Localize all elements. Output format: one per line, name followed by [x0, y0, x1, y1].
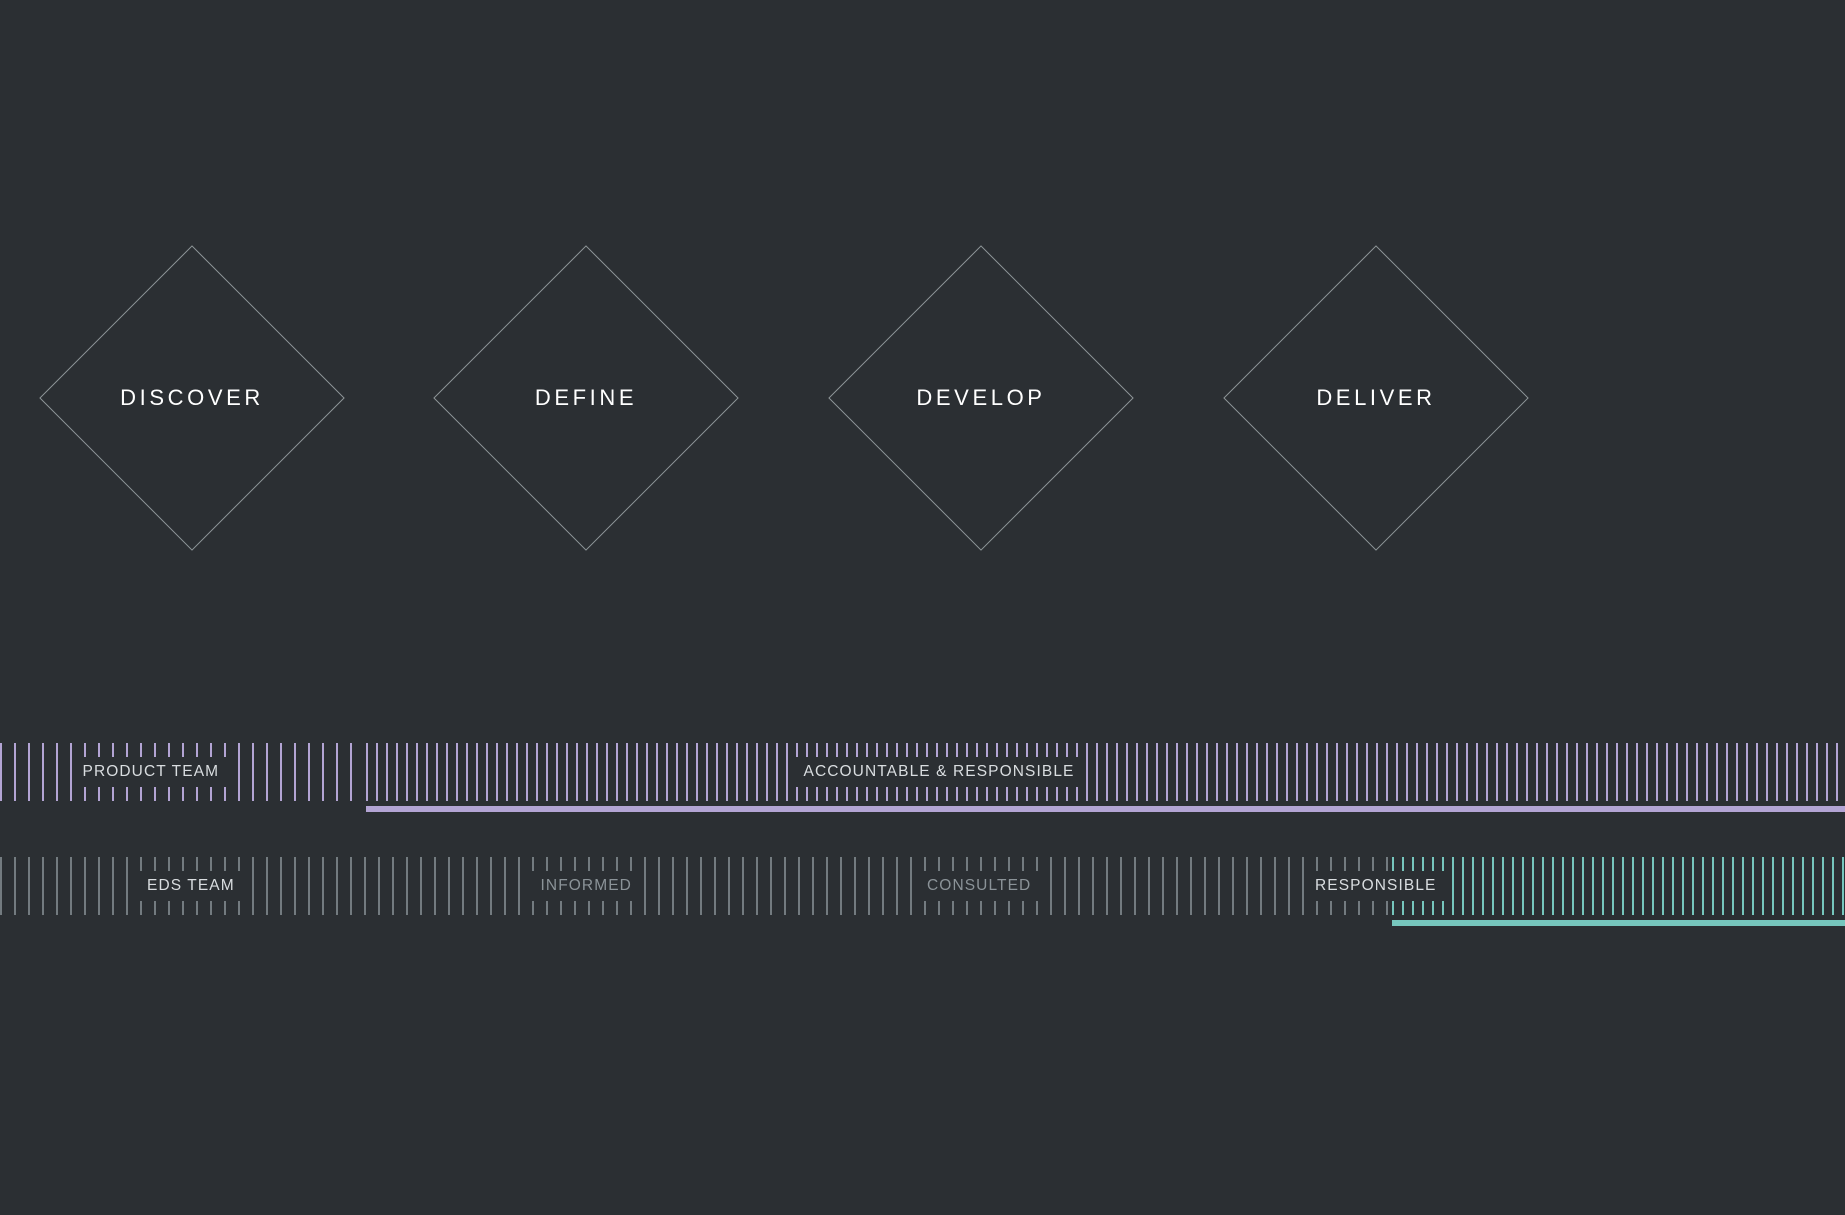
phase-diamond-label: DELIVER — [1316, 385, 1436, 410]
lane-role-label: PRODUCT TEAM — [72, 757, 230, 787]
phase-diamond-develop[interactable]: DEVELOP — [828, 245, 1134, 551]
lane-role-label: INFORMED — [530, 871, 642, 901]
lane-accent-underline — [1392, 920, 1845, 926]
phase-diamond-define[interactable]: DEFINE — [433, 245, 739, 551]
lane-stripe-segment — [366, 743, 1845, 801]
lane-stripe-segment — [1392, 857, 1845, 915]
phase-diamond-deliver[interactable]: DELIVER — [1223, 245, 1529, 551]
phase-diamond-discover[interactable]: DISCOVER — [39, 245, 345, 551]
lane-role-label: ACCOUNTABLE & RESPONSIBLE — [793, 757, 1085, 787]
phase-diamond-label: DISCOVER — [120, 385, 264, 410]
lane-accent-underline — [366, 806, 1845, 812]
phase-diamond-label: DEFINE — [534, 385, 638, 410]
phase-diamond-label: DEVELOP — [916, 385, 1046, 410]
phase-diamond-row: DISCOVER DEFINE DEVELOP DELIVER — [39, 245, 1529, 551]
raci-lane-eds-team: EDS TEAM INFORMED CONSULTED RESPONSIBLE — [0, 857, 1845, 915]
lane-role-label: RESPONSIBLE — [1305, 871, 1447, 901]
lane-role-label: EDS TEAM — [137, 871, 245, 901]
lane-role-label: CONSULTED — [917, 871, 1042, 901]
raci-lane-product-team: PRODUCT TEAM ACCOUNTABLE & RESPONSIBLE — [0, 743, 1845, 801]
